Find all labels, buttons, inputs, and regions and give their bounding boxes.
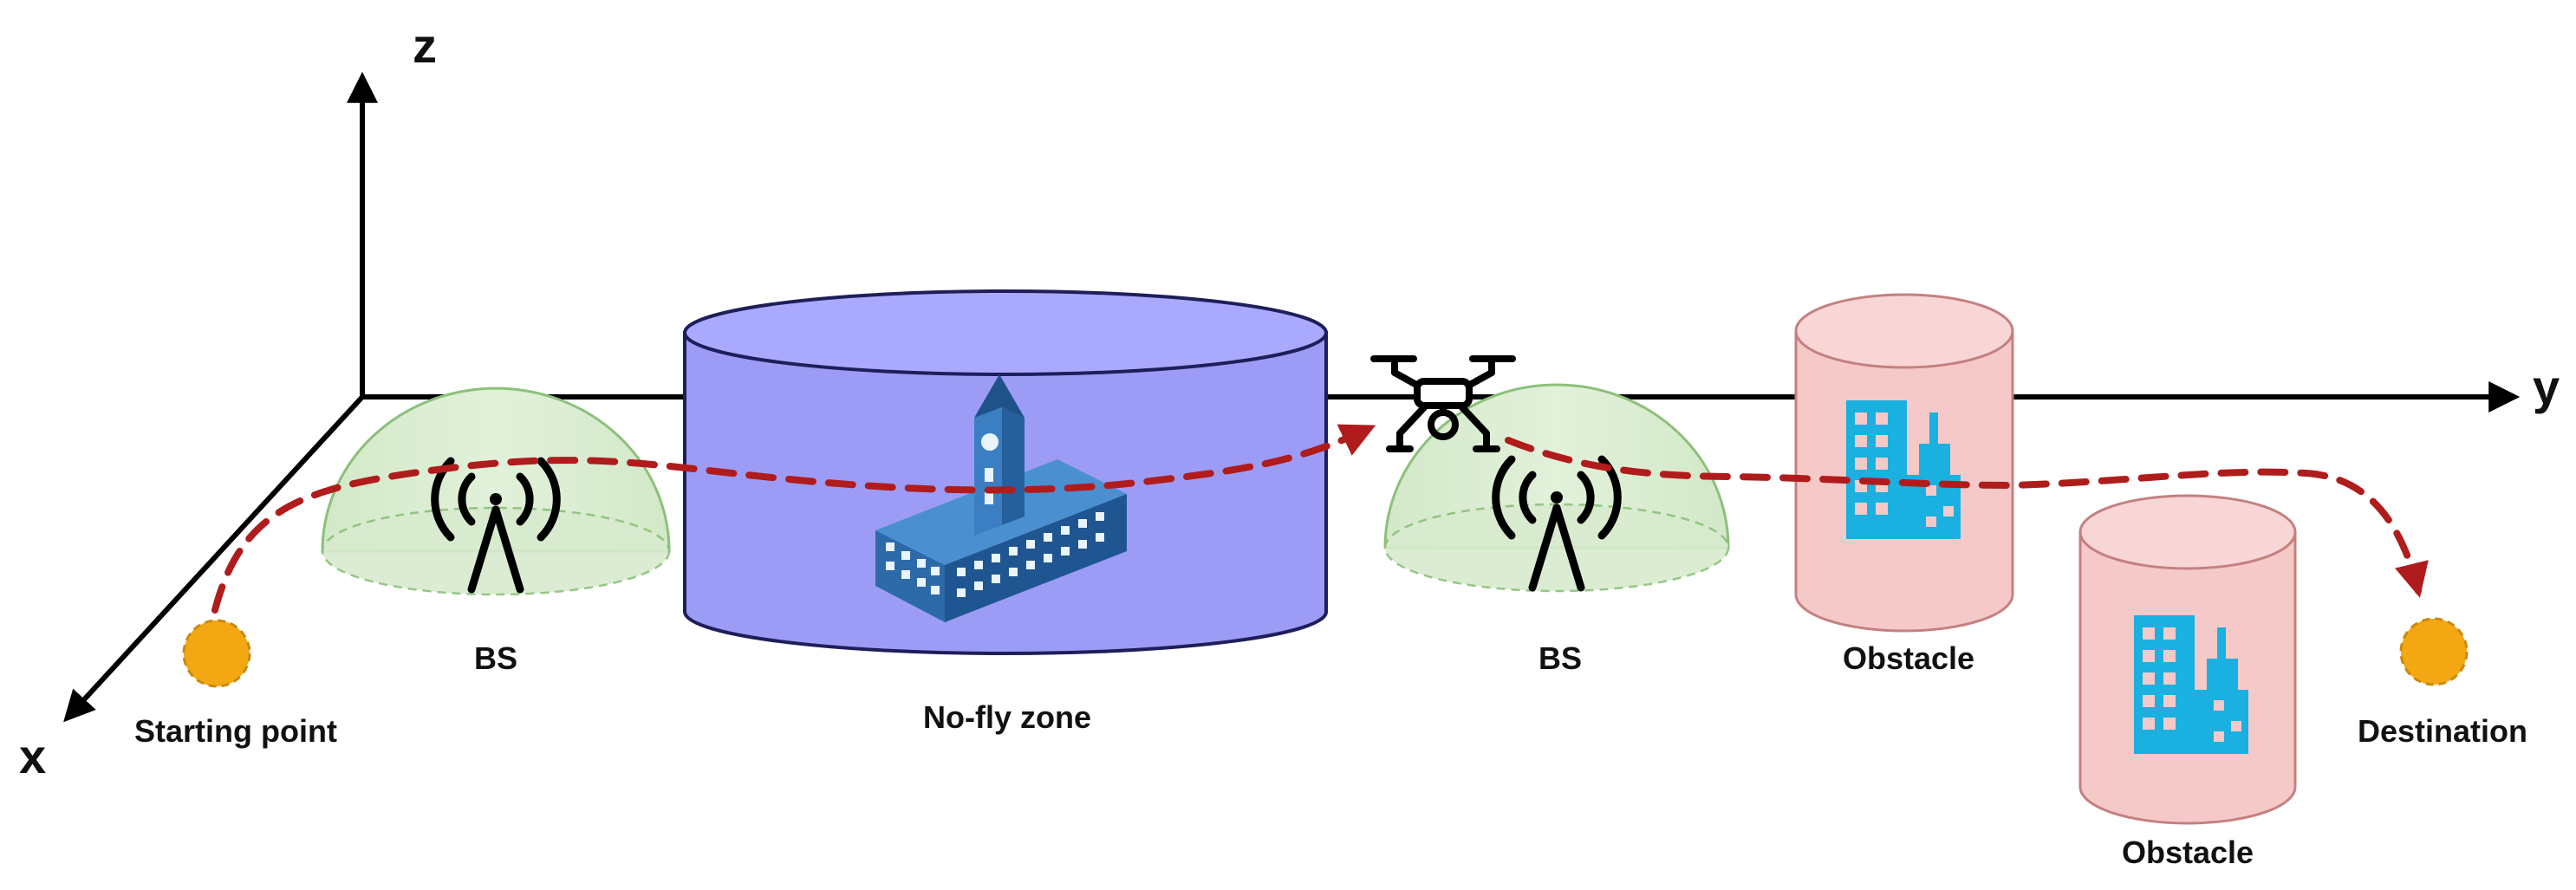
obstacle-lower: [2078, 494, 2297, 825]
path-segment-to-destination: [1505, 437, 2429, 598]
bs-left-label: BS: [474, 640, 517, 676]
no-fly-zone: [683, 289, 1328, 655]
no-fly-zone-label: No-fly zone: [923, 699, 1091, 735]
obstacle-upper: [1794, 293, 2014, 633]
bs-right-label: BS: [1538, 640, 1582, 676]
obstacle-lower-label: Obstacle: [2122, 835, 2254, 870]
drone-icon: [1370, 355, 1516, 452]
path-segment-to-drone: [211, 424, 1376, 614]
flight-path: [211, 424, 2429, 614]
base-station-right: [1383, 383, 1730, 593]
destination-marker: [2399, 617, 2469, 686]
captions: BS BS No-fly zone Obstacle Obstacle Star…: [134, 640, 2527, 870]
y-axis-label: y: [2533, 360, 2560, 414]
x-axis: [63, 394, 365, 723]
starting-point-label: Starting point: [134, 713, 337, 749]
obstacle-upper-label: Obstacle: [1843, 640, 1974, 676]
x-axis-label: x: [19, 729, 46, 783]
school-icon: [875, 374, 1127, 622]
destination-label: Destination: [2358, 713, 2527, 749]
z-axis-label: z: [413, 18, 437, 73]
start-marker: [182, 619, 251, 688]
base-station-left: [321, 387, 671, 596]
